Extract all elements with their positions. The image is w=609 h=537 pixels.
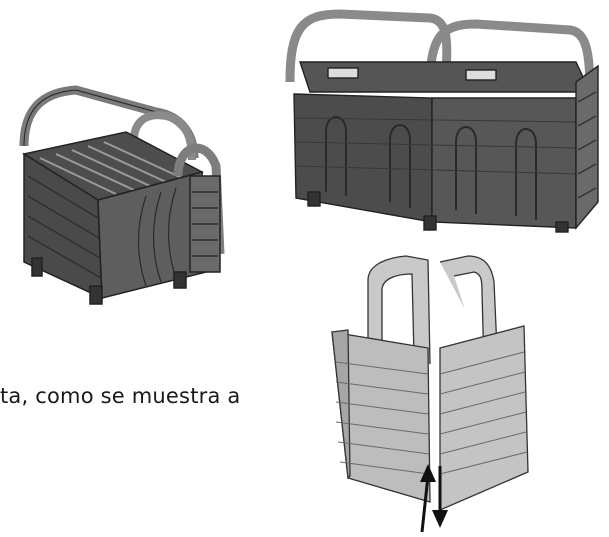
- split-cutlery-basket-illustration: [331, 255, 529, 533]
- instruction-text: ta, como se muestra a: [0, 384, 241, 408]
- single-cutlery-basket-illustration: [19, 85, 225, 305]
- double-cutlery-basket-illustration: [285, 9, 599, 233]
